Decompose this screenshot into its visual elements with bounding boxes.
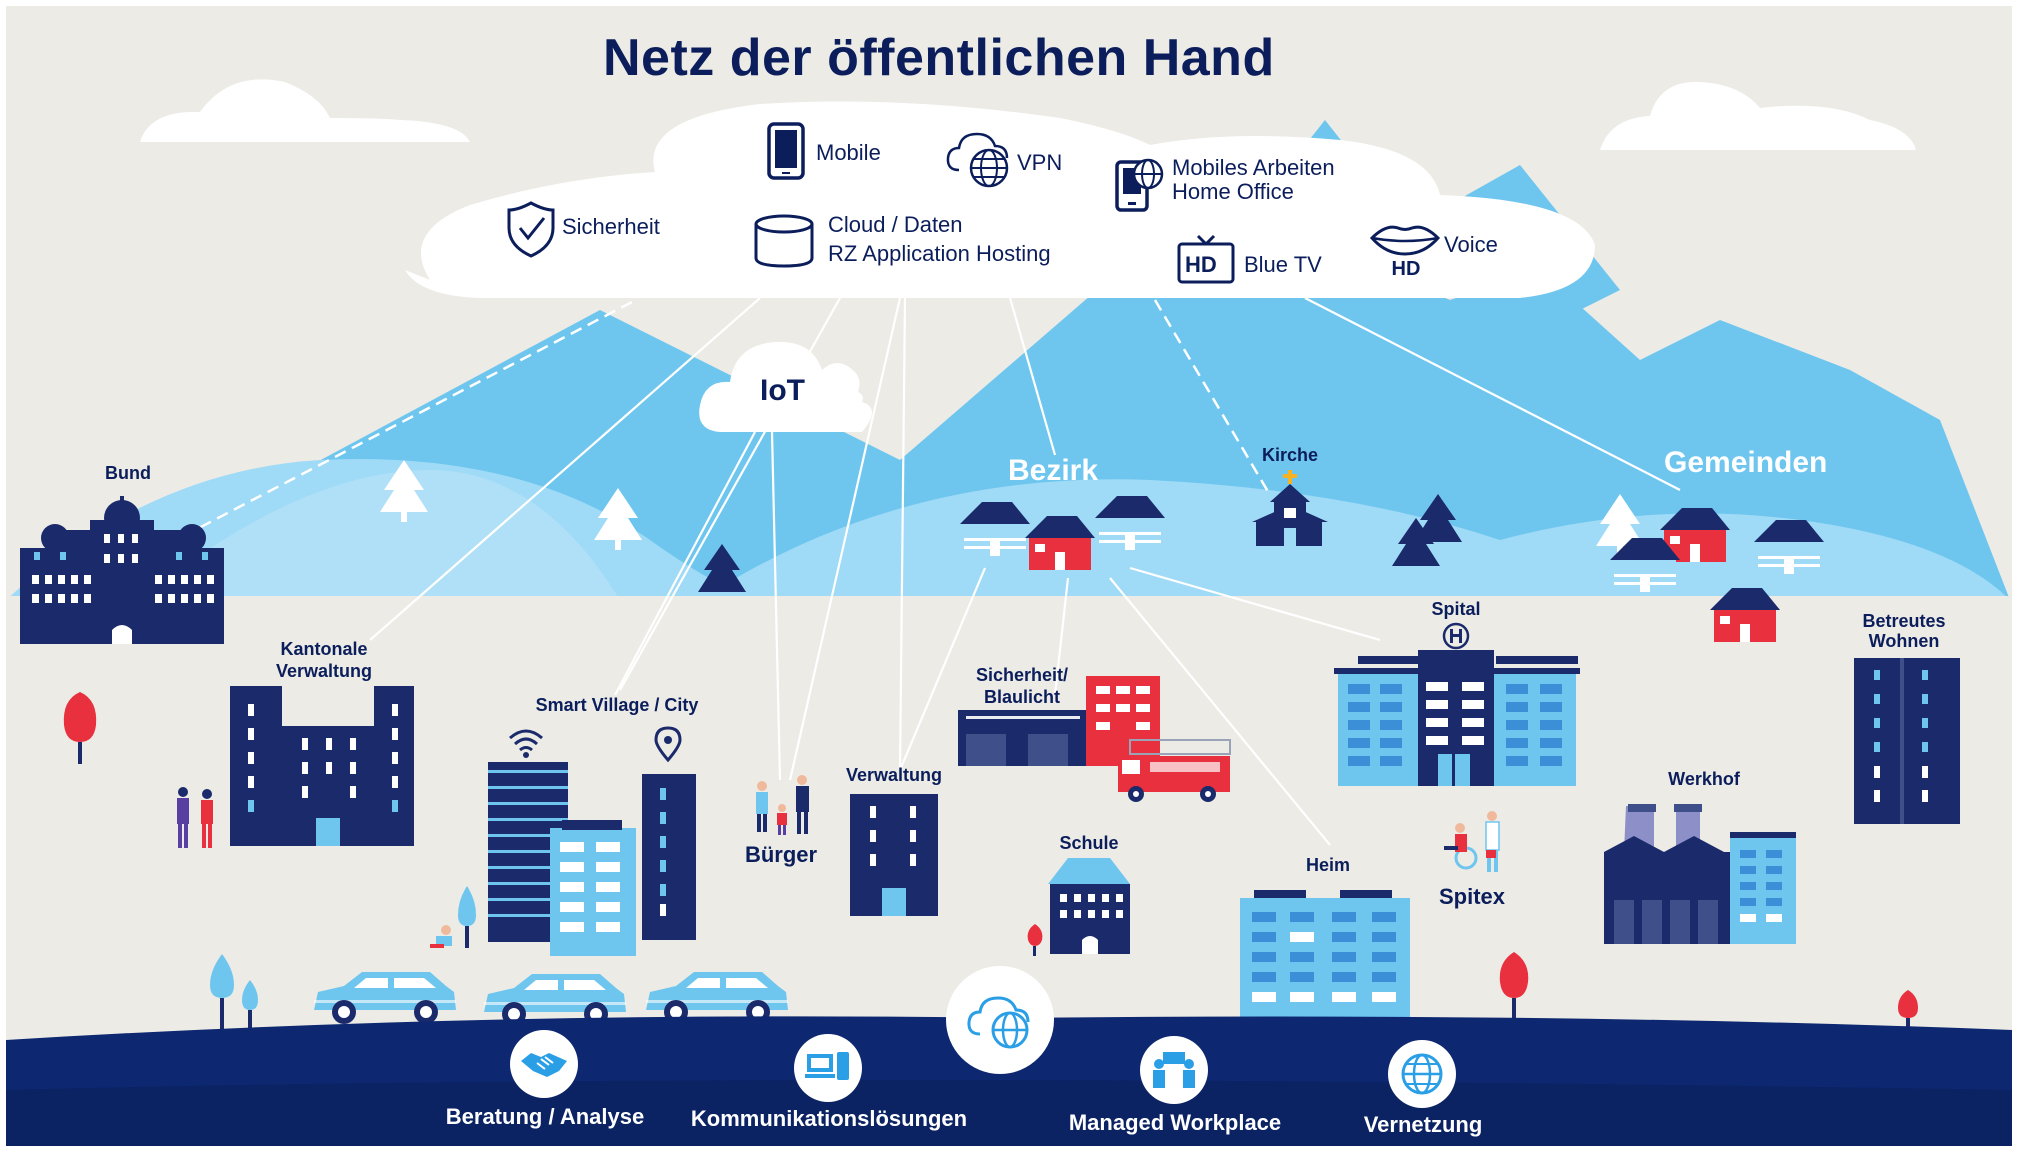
bottom-service-label: Managed Workplace [1068,1110,1282,1135]
cloud-globe-icon [967,996,1030,1049]
cloud-service-label: Sicherheit [562,214,660,239]
place-blaulicht: Blaulicht [983,687,1061,707]
people-board-icon [1153,1052,1195,1088]
bottom-service-managed-workplace[interactable] [1140,1036,1210,1106]
database-icon [754,214,814,268]
place-kantonale: Kantonale [280,639,368,659]
cloud-service-label: Blue TV [1244,252,1322,277]
iot-label: IoT [760,374,805,407]
bottom-service-vernetzung[interactable] [1388,1040,1458,1110]
globe-icon [1401,1053,1443,1095]
place-spitex: Spitex [1438,884,1506,909]
cloud-service-label: Mobile [816,140,881,165]
cloud-service-label: Mobiles Arbeiten [1172,155,1335,180]
page-title: Netz der öffentlichen Hand [603,29,1275,87]
place-heim: Heim [1305,855,1351,875]
place-wohnen: Wohnen [1868,631,1940,651]
place-kantonale-line2: Verwaltung [275,661,373,681]
bottom-service-label: Kommunikationslösungen [690,1106,968,1131]
bottom-service-label: Vernetzung [1363,1112,1483,1137]
center-cloud-button[interactable] [946,966,1054,1074]
place-smart-village: Smart Village / City [535,695,699,715]
cloud-service-label: Voice [1444,232,1498,257]
place-verwaltung: Verwaltung [845,765,943,785]
bottom-service-kommunikation[interactable] [794,1034,864,1104]
bottom-service-label: Beratung / Analyse [445,1104,645,1129]
place-bund: Bund [105,463,151,483]
cloud-globe-icon [946,132,1009,188]
handshake-icon [521,1053,567,1077]
place-sicherheit: Sicherheit/ [975,665,1069,685]
place-werkhof: Werkhof [1668,769,1740,789]
smartphone-icon [767,122,805,180]
mobile-work-icon [1115,158,1164,212]
shield-check-icon [507,201,555,258]
hd-badge: HD [1185,252,1217,277]
region-bezirk: Bezirk [1008,454,1099,487]
cloud-service-label-2: RZ Application Hosting [828,241,1051,266]
hd-badge: HD [1391,258,1421,280]
place-kirche: Kirche [1261,445,1319,465]
bottom-service-beratung[interactable] [510,1030,580,1100]
cloud-service-label: VPN [1017,150,1063,175]
place-spital: Spital [1431,599,1481,619]
devices-icon [805,1052,849,1080]
lips-icon [1370,225,1440,256]
place-betreutes: Betreutes [1862,611,1946,631]
place-schule: Schule [1059,833,1119,853]
hd-tv-icon [1177,234,1235,284]
region-gemeinden: Gemeinden [1664,446,1828,479]
cloud-service-label: Cloud / Daten [828,212,963,237]
place-buerger: Bürger [744,842,818,867]
cloud-service-label-2: Home Office [1172,179,1294,204]
